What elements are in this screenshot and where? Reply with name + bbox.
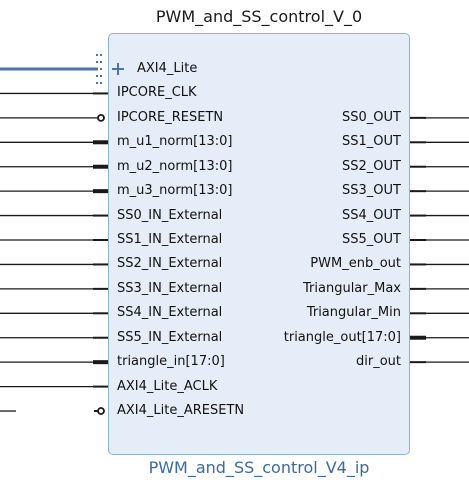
pin-label-triangle-out: triangle_out[17:0]	[283, 329, 401, 345]
inversion-bubble-icon	[97, 113, 105, 122]
bus-handle-dot	[96, 68, 98, 70]
bus-handle-dot	[96, 82, 98, 84]
bus-handle-dot	[100, 75, 102, 77]
pin-label-ss0-in-external: SS0_IN_External	[117, 207, 223, 223]
pin-label-axi4-lite-aresetn: AXI4_Lite_ARESETN	[117, 403, 245, 419]
bus-handle-dot	[100, 54, 102, 56]
pin-label-dir-out: dir_out	[356, 354, 401, 370]
ip-name: PWM_and_SS_control_V4_ip	[148, 458, 370, 477]
pin-label-ipcore-clk: IPCORE_CLK	[117, 85, 197, 101]
pin-label-ss4-out: SS4_OUT	[342, 207, 401, 223]
instance-name: PWM_and_SS_control_V_0	[155, 7, 363, 26]
pin-label-axi4-lite: AXI4_Lite	[137, 61, 198, 76]
bus-handle-dot	[100, 61, 102, 63]
pin-label-m-u1-norm: m_u1_norm[13:0]	[117, 134, 233, 150]
pin-label-triangle-in: triangle_in[17:0]	[117, 354, 225, 370]
pin-label-ss2-in-external: SS2_IN_External	[117, 256, 223, 272]
pin-label-triangular-min: Triangular_Min	[306, 305, 401, 321]
bus-handle-dot	[100, 82, 102, 84]
pin-label-triangular-max: Triangular_Max	[303, 280, 401, 296]
pin-label-ipcore-resetn: IPCORE_RESETN	[117, 109, 224, 125]
bus-handle-dot	[96, 75, 98, 77]
pin-label-ss1-in-external: SS1_IN_External	[117, 232, 223, 247]
pin-label-ss0-out: SS0_OUT	[342, 109, 401, 125]
pin-label-ss4-in-external: SS4_IN_External	[117, 305, 223, 321]
ip-block[interactable]	[108, 33, 410, 455]
pin-label-ss3-in-external: SS3_IN_External	[117, 280, 223, 296]
inversion-bubble-icon	[97, 407, 105, 415]
pin-label-m-u3-norm: m_u3_norm[13:0]	[117, 183, 233, 199]
pin-label-m-u2-norm: m_u2_norm[13:0]	[117, 158, 233, 174]
pin-label-ss5-out: SS5_OUT	[342, 232, 401, 247]
pin-label-ss3-out: SS3_OUT	[342, 183, 401, 199]
expand-plus-icon[interactable]	[112, 63, 124, 75]
pin-label-ss2-out: SS2_OUT	[342, 158, 401, 174]
bus-handle-dot	[100, 68, 102, 70]
pin-label-ss5-in-external: SS5_IN_External	[117, 329, 223, 345]
bus-handle-dot	[96, 61, 98, 63]
pin-label-ss1-out: SS1_OUT	[342, 134, 401, 150]
bus-handle-dot	[96, 54, 98, 56]
pin-label-pwm-enb-out: PWM_enb_out	[310, 256, 401, 272]
pin-label-axi4-lite-aclk: AXI4_Lite_ACLK	[117, 378, 218, 394]
